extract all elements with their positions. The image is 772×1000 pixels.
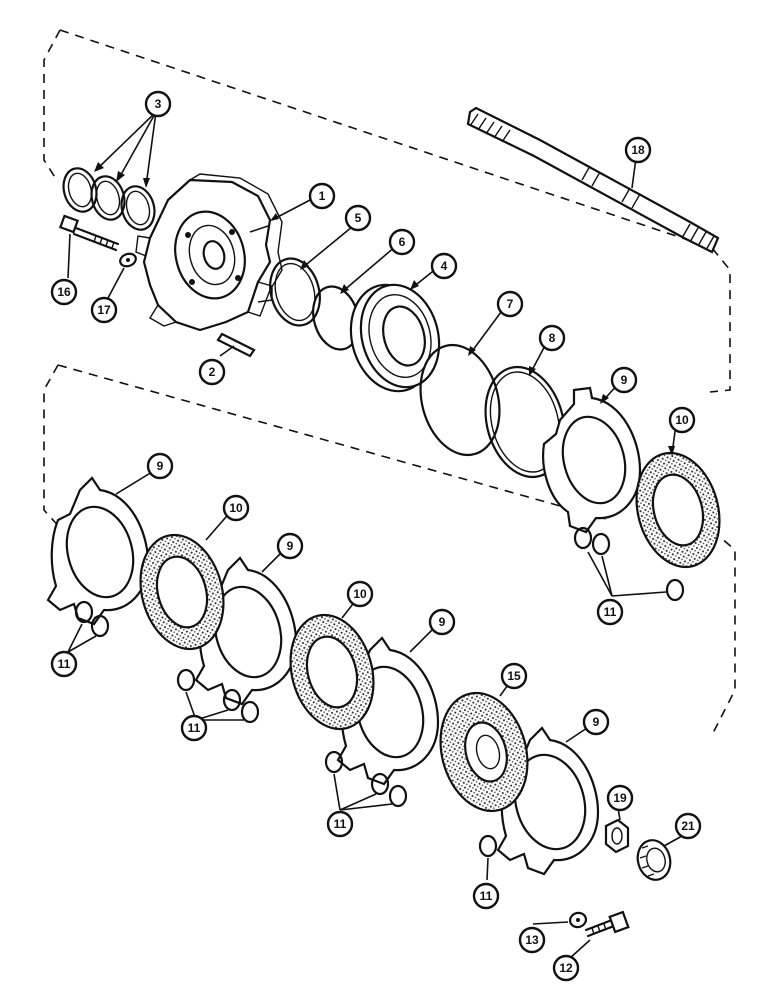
svg-text:9: 9 — [621, 373, 628, 387]
svg-text:21: 21 — [681, 819, 695, 833]
washer-part-17 — [119, 252, 137, 268]
svg-text:2: 2 — [209, 365, 216, 379]
svg-text:11: 11 — [604, 605, 617, 619]
callout-21: 21 — [674, 812, 702, 840]
callout-11-c: 11 — [180, 714, 208, 742]
callout-9-a: 9 — [610, 366, 638, 394]
callout-8: 8 — [538, 324, 566, 352]
svg-text:13: 13 — [525, 933, 539, 947]
svg-text:8: 8 — [549, 331, 556, 345]
ring-part-8 — [484, 365, 566, 479]
svg-text:12: 12 — [559, 961, 573, 975]
callout-9-d: 9 — [428, 608, 456, 636]
callout-1: 1 — [308, 182, 336, 210]
svg-text:19: 19 — [613, 791, 627, 805]
nut-part-19 — [604, 818, 630, 854]
callout-17: 17 — [90, 296, 118, 324]
steel-plate-part-9-a — [542, 386, 642, 534]
svg-text:9: 9 — [157, 459, 164, 473]
callout-3: 3 — [144, 90, 172, 118]
callout-4: 4 — [430, 252, 458, 280]
svg-text:10: 10 — [675, 413, 689, 427]
shaft-part-18 — [466, 106, 720, 254]
ring-part-5 — [269, 257, 321, 327]
friction-disc-part-10-a — [635, 451, 721, 569]
svg-text:18: 18 — [631, 143, 645, 157]
svg-text:15: 15 — [507, 669, 521, 683]
washers-part-11 — [74, 526, 685, 858]
callout-11-e: 11 — [472, 882, 500, 910]
large-o-ring-part-7 — [419, 343, 501, 457]
svg-text:10: 10 — [353, 587, 367, 601]
pin-part-2 — [216, 332, 256, 358]
svg-text:10: 10 — [229, 501, 243, 515]
bolt-part-16 — [58, 214, 120, 252]
callout-11-d: 11 — [326, 810, 354, 838]
callout-2: 2 — [198, 358, 226, 386]
callout-11-a: 11 — [596, 598, 624, 626]
washer-part-13 — [568, 911, 588, 929]
callout-18: 18 — [624, 136, 652, 164]
steel-plate-part-9-b — [46, 476, 150, 626]
callout-9-b: 9 — [146, 452, 174, 480]
svg-text:16: 16 — [57, 285, 71, 299]
callout-12: 12 — [552, 954, 580, 982]
svg-text:11: 11 — [480, 889, 493, 903]
svg-text:6: 6 — [399, 235, 406, 249]
callout-7: 7 — [496, 290, 524, 318]
callout-19: 19 — [606, 784, 634, 812]
svg-text:17: 17 — [97, 303, 111, 317]
svg-text:3: 3 — [155, 97, 162, 111]
bolt-part-12 — [584, 910, 630, 938]
svg-text:4: 4 — [441, 259, 448, 273]
svg-text:5: 5 — [355, 211, 362, 225]
svg-text:1: 1 — [319, 189, 326, 203]
svg-text:11: 11 — [58, 657, 71, 671]
splined-disc-part-15 — [439, 691, 529, 813]
callout-10-b: 10 — [222, 494, 250, 522]
friction-disc-part-10-c — [289, 613, 375, 731]
callout-15: 15 — [500, 662, 528, 690]
callout-5: 5 — [344, 204, 372, 232]
piston-part-4 — [349, 283, 441, 393]
svg-text:7: 7 — [507, 297, 514, 311]
svg-text:11: 11 — [334, 817, 347, 831]
callout-13: 13 — [518, 926, 546, 954]
svg-text:9: 9 — [287, 539, 294, 553]
svg-text:11: 11 — [188, 721, 201, 735]
callout-10-c: 10 — [346, 580, 374, 608]
callout-11-b: 11 — [50, 650, 78, 678]
callout-9-e: 9 — [582, 708, 610, 736]
svg-text:9: 9 — [593, 715, 600, 729]
housing-part-1 — [135, 173, 283, 332]
callout-10-a: 10 — [668, 406, 696, 434]
friction-disc-part-10-b — [139, 533, 225, 651]
callout-9-c: 9 — [276, 532, 304, 560]
callout-6: 6 — [388, 228, 416, 256]
svg-text:9: 9 — [439, 615, 446, 629]
lower-group-outline — [43, 364, 736, 736]
callout-16: 16 — [50, 278, 78, 306]
seal-rings-part-3 — [62, 167, 156, 231]
coupler-part-21 — [636, 839, 672, 881]
upper-group-outline — [43, 29, 731, 393]
